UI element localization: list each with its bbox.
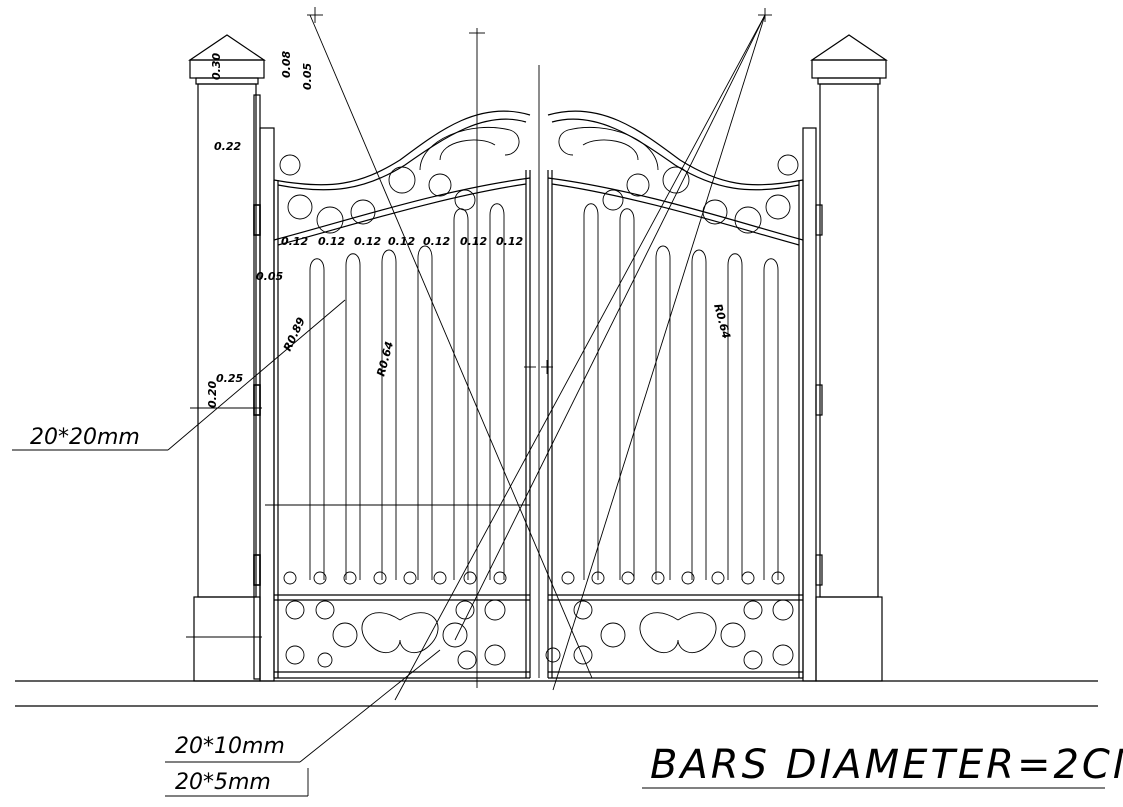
label-20x20: 20*20mm bbox=[30, 425, 140, 450]
dimension-labels: 0.30 0.22 0.08 0.05 0.12 0.12 0.12 0.12 … bbox=[206, 51, 733, 408]
right-vertical-bars bbox=[583, 203, 779, 580]
crosshair-marks bbox=[307, 7, 772, 374]
right-gate-leaf bbox=[545, 110, 804, 679]
leader-20x10 bbox=[165, 649, 441, 797]
construction-lines bbox=[265, 7, 772, 701]
dim-frame: 0.05 bbox=[256, 270, 283, 283]
left-pillar bbox=[188, 34, 275, 682]
left-vertical-bars bbox=[309, 203, 505, 580]
dim-top-a: 0.08 bbox=[280, 51, 293, 78]
dim-post-b: 0.20 bbox=[206, 381, 219, 408]
dim-bar-spacing-1: 0.12 bbox=[281, 235, 308, 248]
dim-top-b: 0.05 bbox=[301, 63, 314, 90]
dim-post-a: 0.25 bbox=[216, 372, 243, 385]
dim-bar-spacing-7: 0.12 bbox=[496, 235, 523, 248]
left-scrolls bbox=[279, 126, 520, 670]
dim-bar-spacing-5: 0.12 bbox=[423, 235, 450, 248]
right-pillar bbox=[802, 34, 888, 682]
dim-bar-spacing-4: 0.12 bbox=[388, 235, 415, 248]
leader-20x20 bbox=[12, 299, 346, 638]
label-20x5: 20*5mm bbox=[175, 770, 271, 795]
dim-radius-mid: R0.64 bbox=[374, 340, 396, 378]
dim-radius-right: R0.64 bbox=[711, 302, 733, 340]
dim-bar-spacing-2: 0.12 bbox=[318, 235, 345, 248]
ground-lines bbox=[15, 680, 1098, 707]
label-20x10: 20*10mm bbox=[175, 734, 285, 759]
dim-radius-left: R0.89 bbox=[281, 315, 308, 353]
dim-bar-spacing-6: 0.12 bbox=[460, 235, 487, 248]
dim-cap: 0.30 bbox=[210, 53, 223, 80]
dim-pillar-width: 0.22 bbox=[214, 140, 241, 153]
dim-bar-spacing-3: 0.12 bbox=[354, 235, 381, 248]
bars-diameter-title: BARS DIAMETER=2CM bbox=[650, 742, 1123, 788]
right-scrolls bbox=[545, 126, 799, 670]
left-gate-leaf bbox=[273, 110, 531, 679]
